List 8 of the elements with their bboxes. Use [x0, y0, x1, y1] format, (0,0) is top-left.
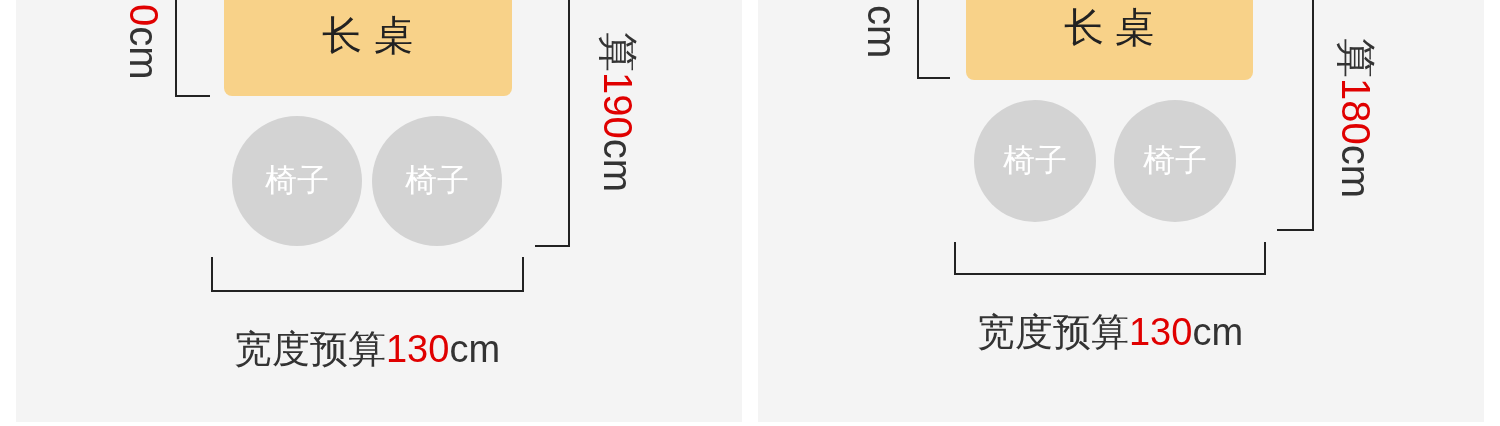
dimension-label: 0cm: [124, 4, 164, 80]
dimension-label: 宽度预算130cm: [233, 330, 501, 368]
dimension-label: 算190cm: [598, 31, 638, 192]
table-box: 长 桌: [966, 0, 1253, 80]
dimension-label: 宽度预算130cm: [976, 313, 1244, 351]
table-box: 长 桌: [224, 0, 512, 96]
dimension-label: 算180cm: [1336, 37, 1376, 198]
dimension-label: cm: [862, 4, 902, 58]
